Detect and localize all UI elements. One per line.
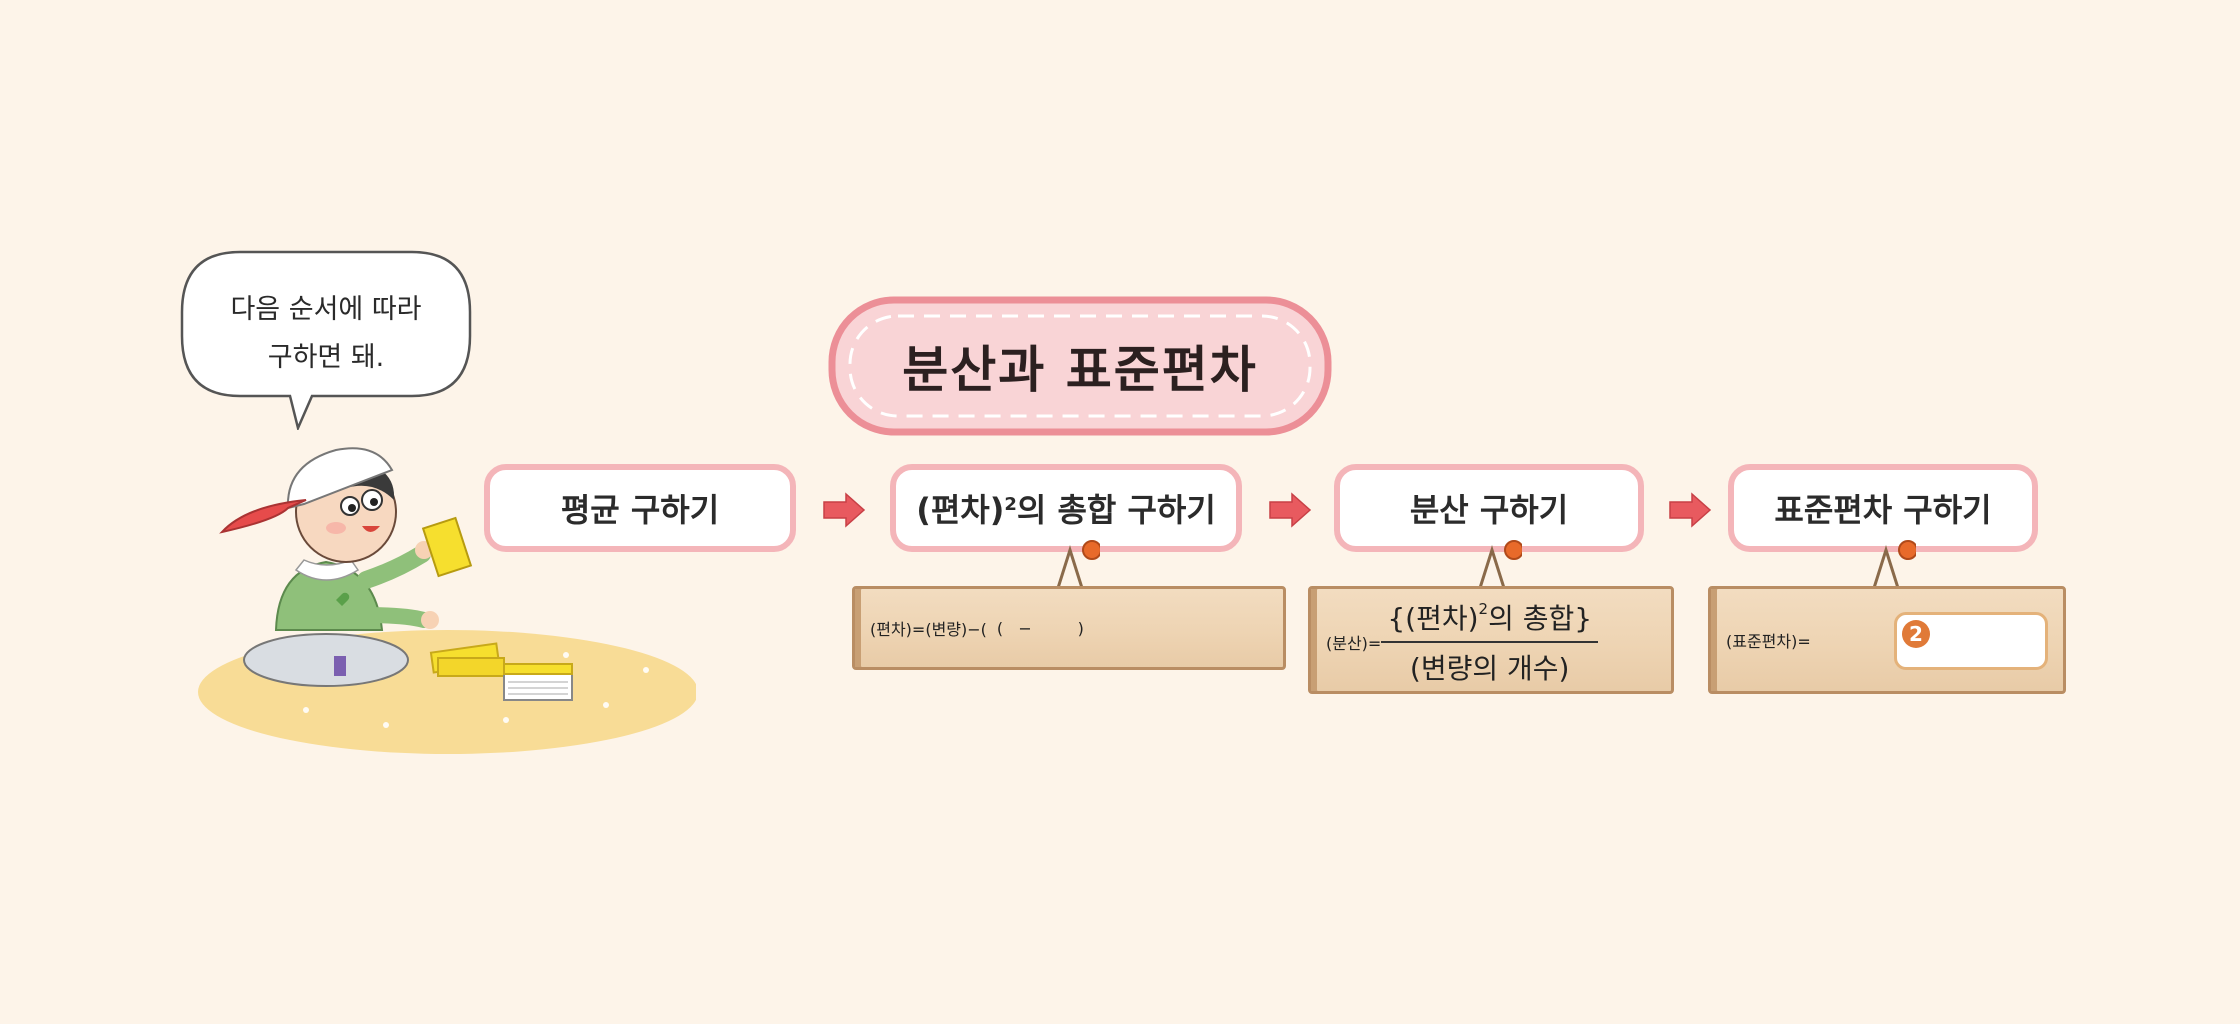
variance-num-sup: 2	[1478, 599, 1489, 618]
speech-line-1: 다음 순서에 따라	[230, 294, 422, 325]
speech-bubble-text: 다음 순서에 따라 구하면 돼.	[180, 286, 472, 382]
page-title: 분산과 표준편차	[902, 341, 1258, 399]
speech-bubble: 다음 순서에 따라 구하면 돼.	[180, 250, 472, 430]
step-standard-deviation: 표준편차 구하기	[1728, 464, 2038, 552]
sign-hanger-pin-icon	[1872, 540, 1916, 589]
variance-num-prefix: {(편차)	[1387, 602, 1479, 635]
deviation-formula: (편차)=(변량)−( ( − )	[870, 606, 1084, 650]
variance-denominator: (변량의 개수)	[1409, 652, 1570, 685]
title-banner: 분산과 표준편차	[828, 296, 1332, 436]
arrow-right-icon	[1269, 492, 1312, 528]
variance-lhs: (분산)=	[1326, 634, 1382, 653]
step-variance-label: 분산 구하기	[1409, 491, 1569, 529]
step-variance: 분산 구하기	[1334, 464, 1644, 552]
variance-fraction: {(편차)2의 총합} (변량의 개수)	[1381, 597, 1599, 687]
sign-deviation-formula	[852, 586, 1286, 670]
deviation-formula-text: (편차)=(변량)−(	[870, 620, 987, 639]
stddev-formula: (표준편차)=	[1726, 618, 1811, 662]
sign-hanger-pin-icon	[1056, 540, 1100, 589]
step-mean-label: 평균 구하기	[560, 491, 720, 529]
sign-hanger-pin-icon	[1478, 540, 1522, 589]
speech-bubble-shape	[180, 250, 472, 430]
variance-formula: (분산)= {(편차)2의 총합} (변량의 개수)	[1326, 594, 1599, 690]
step-mean: 평균 구하기	[484, 464, 796, 552]
variance-num-suffix: 의 총합}	[1488, 602, 1593, 635]
arrow-right-icon	[823, 492, 866, 528]
speech-line-2: 구하면 돼.	[267, 342, 385, 373]
arrow-right-icon	[1669, 492, 1712, 528]
deviation-formula-blank: ( − )	[996, 618, 1084, 638]
stddev-lhs: (표준편차)=	[1726, 632, 1811, 651]
answer-number-badge: 2	[1902, 620, 1930, 648]
sign-variance-formula	[1308, 586, 1674, 694]
step-2-prefix: (편차)	[916, 491, 1005, 529]
step-2-suffix: 의 총합 구하기	[1016, 491, 1216, 529]
step-2-sup: 2	[1004, 493, 1017, 515]
variance-numerator: {(편차)2의 총합}	[1381, 597, 1599, 643]
step-stddev-label: 표준편차 구하기	[1774, 491, 1992, 529]
boy-with-cards-illustration	[198, 447, 696, 754]
title-banner-shape	[828, 296, 1332, 436]
